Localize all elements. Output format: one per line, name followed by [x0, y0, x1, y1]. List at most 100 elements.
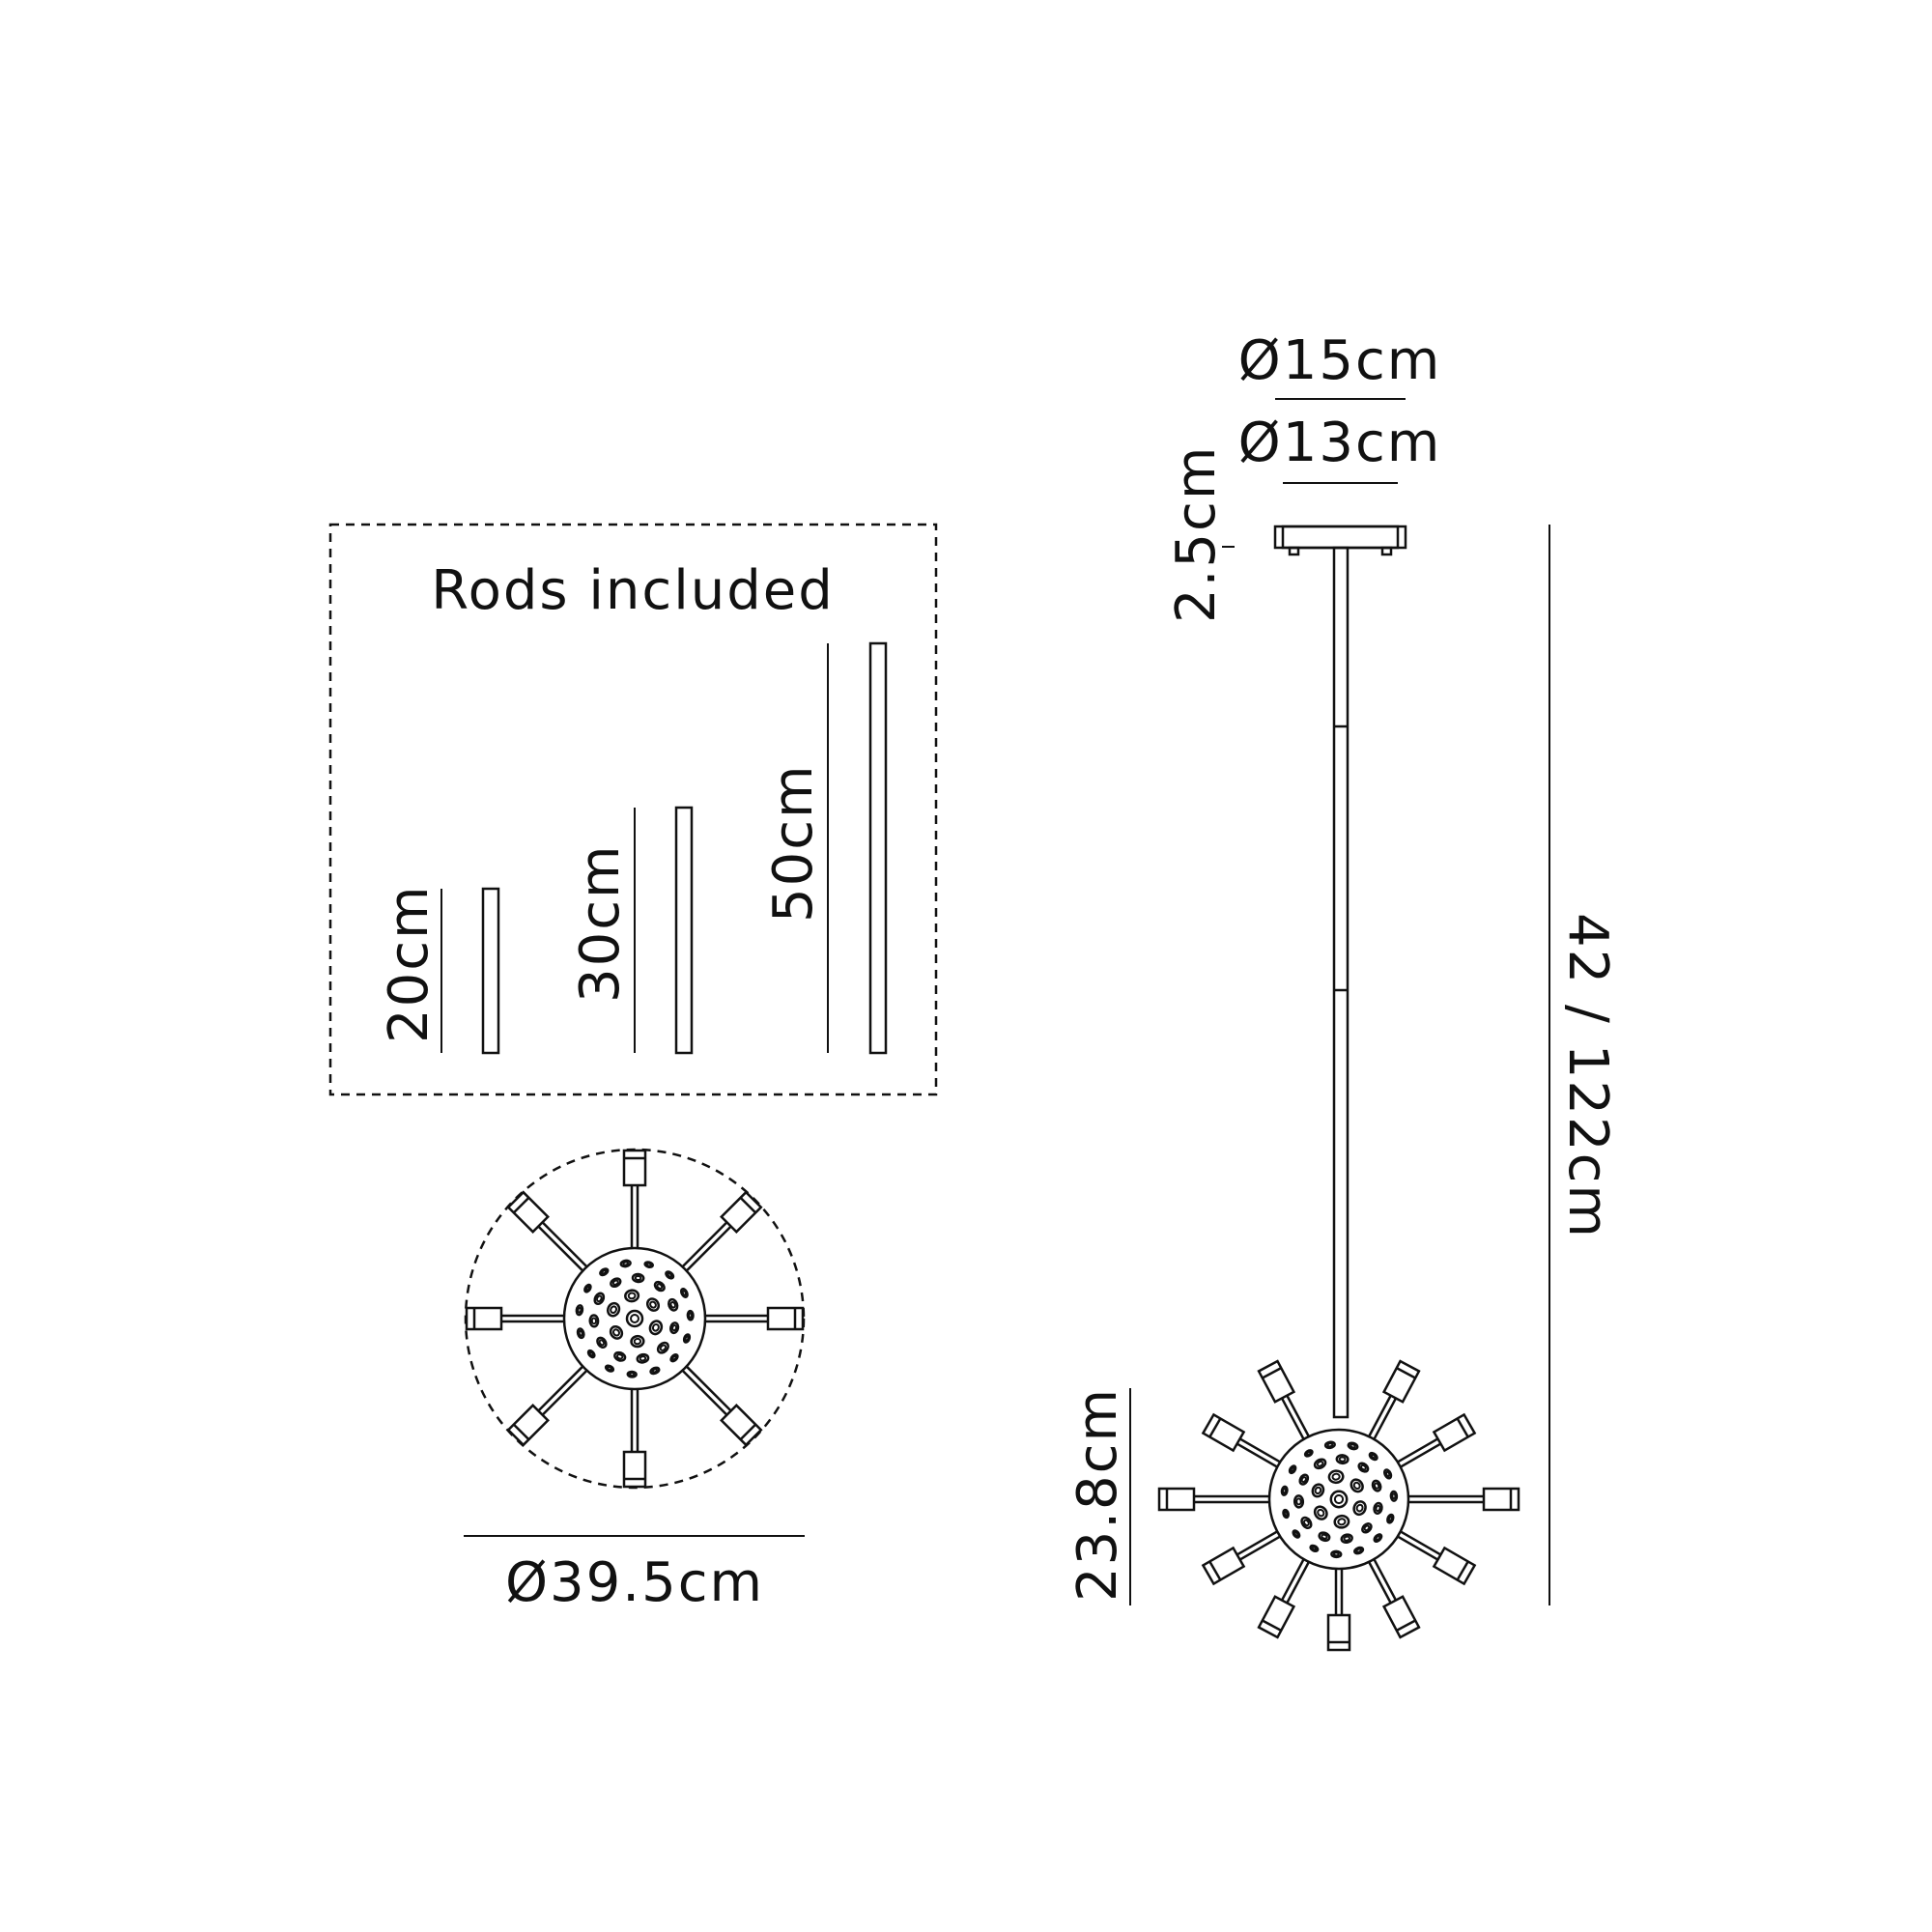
- plan-view: Ø39.5cm: [464, 1148, 806, 1614]
- sphere-hole: [596, 1336, 608, 1349]
- sphere-hole-inner: [577, 1306, 582, 1314]
- rod-30cm-shape: [674, 806, 694, 1055]
- sphere-hole-inner: [630, 1314, 639, 1323]
- sphere-hole-inner: [1355, 1503, 1364, 1513]
- sphere-hole-inner: [649, 1300, 657, 1309]
- overall-height-label: 42 / 122cm: [1556, 913, 1619, 1239]
- sphere-hole-inner: [595, 1294, 603, 1303]
- rods-included-panel: Rods included 20cm 30cm 50cm: [328, 523, 938, 1096]
- sphere-hole-inner: [588, 1350, 594, 1357]
- sphere-hole: [1280, 1485, 1289, 1496]
- sphere-hole-inner: [1321, 1533, 1328, 1540]
- sphere-hole: [1323, 1440, 1336, 1450]
- sphere-hole: [1327, 1469, 1345, 1485]
- sphere-hole-inner: [1305, 1450, 1312, 1456]
- sphere-hole-inner: [1332, 1551, 1340, 1557]
- sphere-hole: [1335, 1454, 1350, 1465]
- sphere-hole-inner: [1295, 1497, 1302, 1506]
- sphere-hole-inner: [651, 1368, 659, 1374]
- body-height-label: 23.8cm: [1066, 1387, 1129, 1602]
- sphere-hole-inner: [1302, 1519, 1310, 1527]
- sphere-hole-inner: [607, 1366, 612, 1372]
- sphere-hole-inner: [645, 1262, 652, 1267]
- sphere-hole: [1340, 1533, 1353, 1545]
- sphere-hole-inner: [590, 1317, 598, 1325]
- rod-50cm-label: 50cm: [762, 763, 825, 923]
- sphere-hole: [1386, 1513, 1395, 1524]
- ceiling-canopy: [1273, 525, 1407, 556]
- sphere-hole: [1350, 1478, 1364, 1493]
- sphere-hole: [679, 1288, 689, 1298]
- sphere-hole: [668, 1321, 680, 1335]
- elevation-arm: [1157, 1487, 1281, 1512]
- sphere-hole-inner: [1311, 1546, 1318, 1551]
- sphere-hole-inner: [681, 1290, 687, 1296]
- sphere-hole: [1371, 1479, 1382, 1492]
- sphere-hole: [626, 1370, 638, 1378]
- sphere-hole: [613, 1350, 627, 1362]
- sphere-hole-inner: [610, 1305, 617, 1315]
- sphere-hole-inner: [578, 1329, 583, 1337]
- canopy-outer-diameter-label: Ø15cm: [1238, 329, 1442, 392]
- sphere-hole-inner: [1283, 1511, 1289, 1517]
- elevation-arm: [1326, 1557, 1351, 1652]
- sphere-hole: [656, 1341, 669, 1354]
- sphere-hole: [609, 1324, 624, 1340]
- sphere-hole: [669, 1353, 679, 1363]
- suspension-rod: [1332, 546, 1350, 1419]
- sphere-hole: [1309, 1544, 1320, 1553]
- plan-arm: [622, 1149, 647, 1261]
- sphere-hole-inner: [669, 1300, 676, 1309]
- sphere-hole: [1333, 1514, 1350, 1529]
- canopy-height-label: 2.5cm: [1165, 445, 1228, 623]
- sphere-hole: [583, 1283, 592, 1293]
- sphere-hole-inner: [1316, 1460, 1324, 1467]
- sphere-hole-inner: [688, 1312, 694, 1319]
- sphere-hole: [1282, 1508, 1290, 1520]
- sphere-hole: [606, 1301, 621, 1318]
- sphere-hole: [1389, 1490, 1399, 1502]
- sphere-hole-inner: [1300, 1476, 1307, 1484]
- sphere-hole-inner: [612, 1328, 620, 1337]
- elevation-sphere: [1267, 1428, 1410, 1571]
- sphere-hole-inner: [622, 1261, 630, 1266]
- plan-arm: [465, 1306, 577, 1331]
- sphere-hole: [1347, 1441, 1359, 1451]
- sphere-hole-inner: [659, 1344, 668, 1351]
- sphere-hole: [630, 1334, 645, 1349]
- sphere-hole-inner: [656, 1283, 664, 1290]
- sphere-hole: [1357, 1462, 1370, 1473]
- sphere-hole-inner: [1317, 1508, 1325, 1518]
- sphere-hole: [1293, 1494, 1305, 1509]
- rod-50cm-shape: [868, 641, 888, 1055]
- rod-30cm: 30cm: [569, 806, 694, 1055]
- rod-20cm: 20cm: [378, 884, 500, 1055]
- sphere-hole-inner: [651, 1322, 660, 1332]
- sphere-hole-inner: [1290, 1466, 1295, 1473]
- sphere-hole: [619, 1259, 632, 1268]
- plan-diameter-label: Ø39.5cm: [505, 1551, 764, 1614]
- sphere-hole: [1361, 1522, 1373, 1534]
- sphere-hole: [1300, 1516, 1313, 1530]
- sphere-hole: [682, 1333, 692, 1344]
- sphere-hole: [1382, 1468, 1393, 1480]
- sphere-hole-inner: [667, 1272, 673, 1278]
- sphere-hole-inner: [1363, 1524, 1371, 1532]
- sphere-hole-inner: [671, 1324, 678, 1332]
- sphere-hole: [1313, 1458, 1327, 1470]
- sphere-hole-inner: [633, 1337, 642, 1346]
- sphere-hole: [588, 1314, 600, 1328]
- sphere-hole-inner: [1387, 1516, 1393, 1522]
- sphere-hole: [1311, 1483, 1325, 1498]
- sphere-hole: [1288, 1464, 1297, 1475]
- sphere-hole: [631, 1272, 645, 1284]
- rods-box-title: Rods included: [431, 559, 835, 622]
- sphere-hole-inner: [601, 1269, 608, 1275]
- sphere-hole: [1353, 1546, 1365, 1555]
- sphere-hole-inner: [1333, 1493, 1345, 1505]
- sphere-hole-inner: [634, 1274, 642, 1282]
- rod-20cm-shape: [481, 887, 500, 1055]
- sphere-hole-inner: [1391, 1492, 1397, 1500]
- sphere-hole: [653, 1280, 666, 1293]
